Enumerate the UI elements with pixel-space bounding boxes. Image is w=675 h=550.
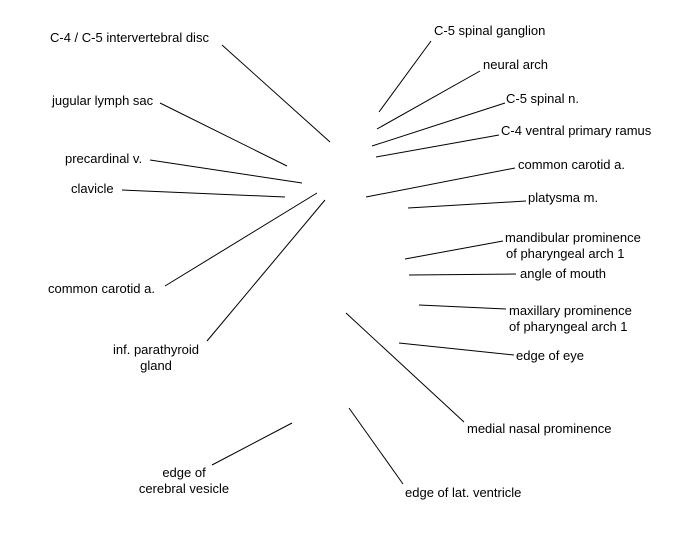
label-edge-cerebral-vesicle-line1: edge of <box>162 465 206 480</box>
leader-line-edge-cerebral-vesicle <box>211 422 293 466</box>
label-maxillary-prominence-line2: of pharyngeal arch 1 <box>509 319 628 334</box>
leader-line-neural-arch <box>376 70 481 130</box>
label-edge-cerebral-vesicle-line2: cerebral vesicle <box>138 481 230 496</box>
leader-line-c5-spinal-ganglion <box>378 40 432 113</box>
label-c4-c5-intervertebral-disc: C-4 / C-5 intervertebral disc <box>50 30 209 45</box>
leader-line-c4-c5-disc <box>221 44 331 143</box>
leader-line-maxillary-prominence <box>418 304 507 310</box>
label-common-carotid-a-right: common carotid a. <box>518 157 625 172</box>
label-inf-parathyroid-gland: inf. parathyroid gland <box>104 342 208 374</box>
leader-line-common-carotid-left <box>164 192 318 287</box>
leader-line-c4-ventral-primary-ramus <box>375 134 500 158</box>
label-clavicle: clavicle <box>71 181 114 196</box>
label-inf-parathyroid-line1: inf. parathyroid <box>113 342 199 357</box>
label-edge-of-cerebral-vesicle: edge of cerebral vesicle <box>132 465 236 497</box>
leader-line-jugular-lymph-sac <box>159 102 288 167</box>
label-jugular-lymph-sac: jugular lymph sac <box>52 93 154 108</box>
label-common-carotid-a-left: common carotid a. <box>48 281 155 296</box>
label-maxillary-prominence-line1: maxillary prominence <box>509 303 632 318</box>
leader-line-platysma-m <box>407 200 527 209</box>
leader-line-inf-parathyroid <box>206 199 326 342</box>
label-angle-of-mouth: angle of mouth <box>520 266 607 281</box>
leader-line-c5-spinal-n <box>371 102 506 147</box>
leader-line-clavicle <box>121 189 286 198</box>
leader-line-precardinal-v <box>149 159 303 184</box>
label-inf-parathyroid-line2: gland <box>140 358 172 373</box>
label-neural-arch: neural arch <box>483 57 549 72</box>
leader-line-angle-of-mouth <box>408 273 517 276</box>
label-precardinal-v: precardinal v. <box>65 151 143 166</box>
label-mandibular-prominence: mandibular prominence of pharyngeal arch… <box>505 230 641 262</box>
label-c5-spinal-ganglion: C-5 spinal ganglion <box>434 23 546 38</box>
label-edge-of-eye: edge of eye <box>516 348 584 363</box>
label-platysma-m: platysma m. <box>528 190 599 205</box>
label-c4-ventral-primary-ramus: C-4 ventral primary ramus <box>501 123 652 138</box>
label-edge-of-lat-ventricle: edge of lat. ventricle <box>405 485 522 500</box>
leader-line-medial-nasal-prominence <box>345 312 465 423</box>
leader-line-mandibular-prominence <box>404 240 504 260</box>
leader-line-edge-lat-ventricle <box>348 407 404 485</box>
label-medial-nasal-prominence: medial nasal prominence <box>467 421 612 436</box>
label-c5-spinal-n: C-5 spinal n. <box>506 91 579 106</box>
label-mandibular-prominence-line1: mandibular prominence <box>505 230 641 245</box>
label-mandibular-prominence-line2: of pharyngeal arch 1 <box>506 246 625 261</box>
leader-line-edge-of-eye <box>398 342 515 356</box>
label-maxillary-prominence: maxillary prominence of pharyngeal arch … <box>509 303 632 335</box>
leader-line-common-carotid-right <box>365 167 516 198</box>
